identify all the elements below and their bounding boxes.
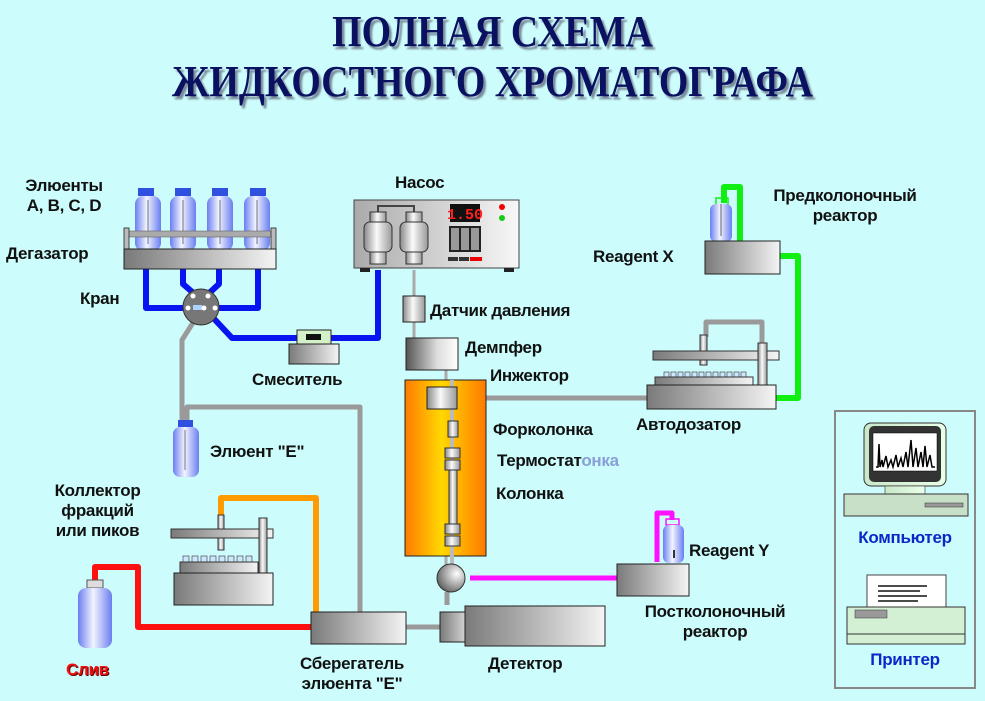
column-assembly <box>426 380 461 565</box>
label-eluent-e-saver: Сберегатель элюента "E" <box>299 654 405 693</box>
eluent-bottles <box>135 188 270 251</box>
reagent-x-bottle <box>710 197 732 242</box>
eluent-bottle-b <box>170 188 196 251</box>
computer-icon <box>843 422 969 517</box>
label-valve: Кран <box>80 289 120 308</box>
valve <box>182 288 220 326</box>
autosampler-arm-tubing <box>703 319 765 346</box>
label-detector: Детектор <box>488 654 563 673</box>
reagent-y-bottle <box>663 518 684 563</box>
postcolumn-mixer <box>436 563 466 593</box>
label-precolumn: Форколонка <box>493 420 593 439</box>
pump-display-value: 1.50 <box>447 207 483 224</box>
label-mixer: Смеситель <box>252 370 343 389</box>
detector <box>439 605 606 647</box>
postcolumn-reactor <box>616 563 690 597</box>
damper <box>405 337 459 371</box>
label-eluents: Элюенты A, B, C, D <box>25 176 103 215</box>
label-degasser: Дегазатор <box>6 244 89 263</box>
injector <box>426 386 458 410</box>
label-thermostat: Термостатонка <box>497 451 619 470</box>
title-line-2: ЖИДКОСТНОГО ХРОМАТОГРАФА <box>171 57 813 106</box>
pump-display <box>450 204 480 222</box>
title-line-1: ПОЛНАЯ СХЕМА <box>332 7 653 56</box>
printer-icon <box>846 574 966 645</box>
mixer <box>288 329 340 365</box>
pressure-sensor <box>402 295 426 323</box>
autosampler <box>646 334 780 410</box>
label-reagent-x: Reagent X <box>593 247 674 266</box>
reagent-y-tubing <box>470 510 675 581</box>
label-precolumn-reactor: Предколоночный реактор <box>773 186 917 225</box>
collector-tubing <box>218 495 319 612</box>
drain-bottle <box>78 579 112 648</box>
label-drain: Слив <box>66 660 109 679</box>
label-postcolumn-reactor: Постколоночный реактор <box>644 602 786 641</box>
pump-led-red <box>499 204 505 210</box>
label-reagent-y: Reagent Y <box>689 541 770 560</box>
label-pressure-sensor: Датчик давления <box>430 301 571 320</box>
eluent-bottle-c <box>207 188 233 251</box>
label-injector: Инжектор <box>490 366 569 385</box>
label-column: Колонка <box>496 484 564 503</box>
eluent-bottle-d <box>244 188 270 251</box>
eluent-e-saver <box>310 611 407 645</box>
precolumn-reactor <box>704 240 781 275</box>
fraction-collector <box>170 514 274 606</box>
label-pump: Насос <box>395 173 445 192</box>
label-autosampler: Автодозатор <box>636 415 741 434</box>
label-eluent-e: Элюент "E" <box>210 442 305 461</box>
label-computer: Компьютер <box>858 528 952 547</box>
eluent-bottle-a <box>135 188 161 251</box>
saver-return-tubing <box>184 404 363 612</box>
pump <box>353 199 520 272</box>
precolumn <box>447 420 459 438</box>
degasser <box>123 227 277 270</box>
eluent-e-bottle <box>173 420 199 477</box>
label-damper: Демпфер <box>465 338 542 357</box>
label-fraction-collector: Коллектор фракций или пиков <box>54 481 141 540</box>
label-printer: Принтер <box>870 650 940 669</box>
chromatogram-trace <box>876 439 935 470</box>
column <box>448 469 458 525</box>
reagent-x-tubing <box>721 184 801 401</box>
pump-led-green <box>499 215 505 221</box>
eluent-e-tubing <box>179 316 199 425</box>
drain-tubing <box>92 564 312 630</box>
